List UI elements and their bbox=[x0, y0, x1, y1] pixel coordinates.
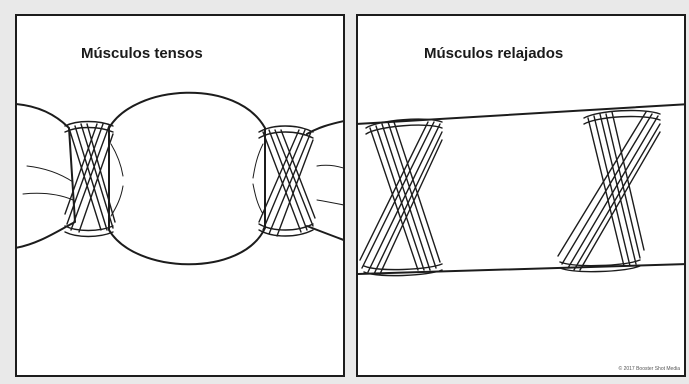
relaxed-muscles-title: Músculos relajados bbox=[424, 45, 564, 62]
relaxed-muscle-wrapped-icon bbox=[358, 103, 684, 277]
copyright-notice: © 2017 Booster Shot Media bbox=[618, 366, 681, 372]
tense-muscles-panel: Músculos tensos bbox=[15, 14, 345, 377]
bulging-muscle-wrapped-icon bbox=[17, 91, 343, 266]
tense-muscles-title: Músculos tensos bbox=[81, 45, 203, 62]
relaxed-muscles-panel: Músculos relajados bbox=[356, 14, 686, 377]
